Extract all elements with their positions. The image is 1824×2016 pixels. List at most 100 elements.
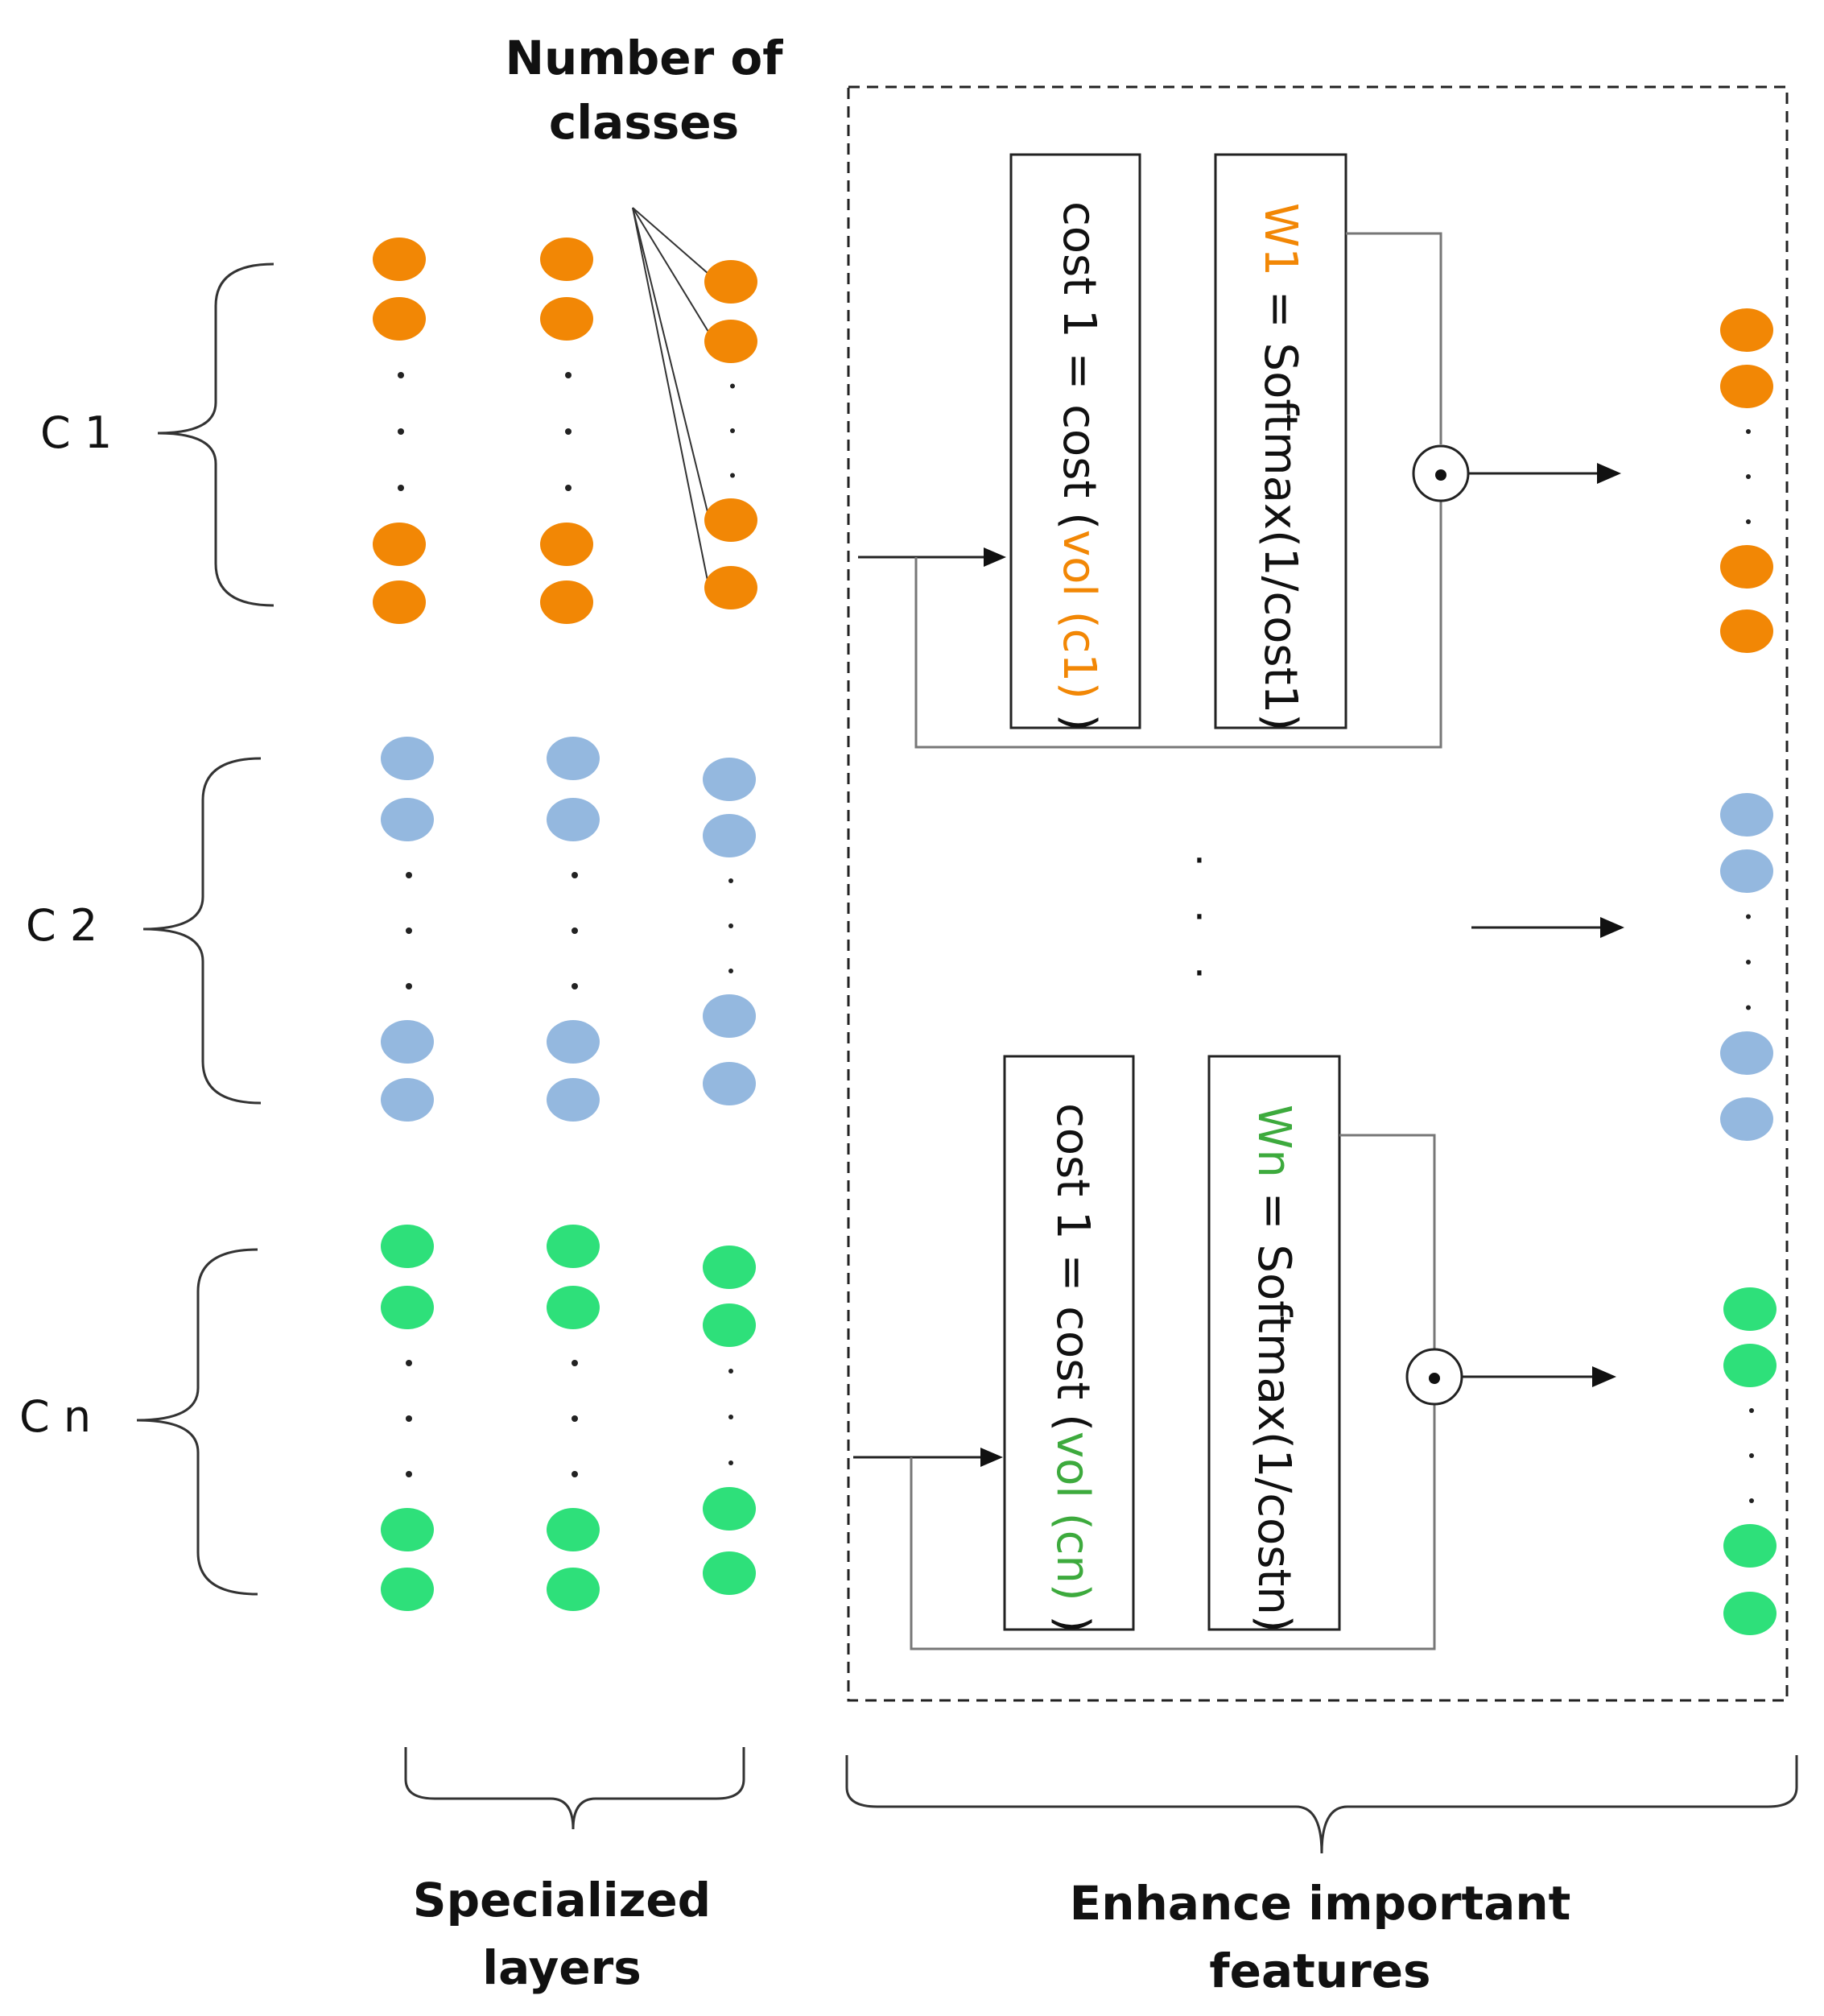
group-c1: C 1 bbox=[40, 262, 274, 607]
operator-dot-bottom bbox=[1429, 1373, 1440, 1384]
node-g2-col3-3 bbox=[703, 994, 756, 1038]
node-g2-col1-4 bbox=[381, 1078, 434, 1122]
operator-dot-top bbox=[1435, 469, 1446, 481]
node-g1-col3-3 bbox=[704, 498, 757, 542]
ellipsis-dot-g3-col2-3 bbox=[572, 1471, 578, 1477]
node-g2-col1-3 bbox=[381, 1020, 434, 1064]
ellipsis-dot-g2-col3-1 bbox=[728, 878, 733, 883]
softmax-box-top bbox=[1214, 153, 1347, 729]
node-g1-col2-2 bbox=[540, 297, 593, 341]
ellipsis-dot-g1-col3-2 bbox=[730, 428, 735, 433]
cost-formula-bottom: cost 1 = cost (vol (cn) ) bbox=[1046, 1103, 1099, 1633]
node-g1-col3-2 bbox=[704, 320, 757, 363]
brace-specialized-layers bbox=[404, 1747, 745, 1830]
cost-box-bottom bbox=[1003, 1055, 1135, 1631]
node-g2-col2-3 bbox=[547, 1020, 600, 1064]
node-g2-col2-2 bbox=[547, 798, 600, 841]
ellipsis-dot-g1-col2-2 bbox=[565, 428, 572, 435]
ellipsis-dot-g1-col1-2 bbox=[398, 428, 404, 435]
node-g3-col4-3 bbox=[1723, 1524, 1777, 1568]
node-g3-col1-3 bbox=[381, 1508, 434, 1551]
ellipsis-dot-g3-col3-3 bbox=[728, 1460, 733, 1465]
node-g1-col4-3 bbox=[1720, 545, 1773, 589]
node-g1-col3-1 bbox=[704, 260, 757, 304]
ellipsis-dot-g3-col2-2 bbox=[572, 1415, 578, 1422]
ellipsis-dot-g3-col4-3 bbox=[1749, 1498, 1754, 1503]
group-label-c1: C 1 bbox=[40, 407, 112, 458]
ellipsis-dot-g2-col2-2 bbox=[572, 927, 578, 934]
node-g3-col1-4 bbox=[381, 1568, 434, 1611]
ellipsis-dot-g1-col1-1 bbox=[398, 372, 404, 378]
node-g2-col1-1 bbox=[381, 737, 434, 780]
node-g3-col2-1 bbox=[547, 1225, 600, 1268]
node-g1-col1-3 bbox=[373, 523, 426, 566]
softmax-formula-bottom: Wn = Softmax(1/costn) bbox=[1248, 1105, 1300, 1633]
node-g3-col1-2 bbox=[381, 1286, 434, 1329]
node-g2-col3-4 bbox=[703, 1062, 756, 1105]
number-of-classes-label-line2: classes bbox=[549, 95, 739, 150]
arrowhead-bottom-input bbox=[980, 1448, 1003, 1467]
node-g3-col2-3 bbox=[547, 1508, 600, 1551]
specialized-layer-nodes bbox=[373, 238, 1777, 1635]
ellipsis-dot-g1-col4-3 bbox=[1746, 519, 1751, 524]
enhance-features-label-line1: Enhance important bbox=[1070, 1876, 1571, 1931]
group-c2: C 2 bbox=[26, 757, 262, 1105]
ellipsis-dot-g2-col4-1 bbox=[1746, 914, 1751, 919]
ellipsis-dot-g2-col4-3 bbox=[1746, 1005, 1751, 1010]
node-g3-col1-1 bbox=[381, 1225, 434, 1268]
ellipsis-dot-g1-col3-1 bbox=[730, 383, 735, 389]
middle-ellipsis-1: · bbox=[1193, 837, 1206, 884]
enhancement-region-border bbox=[847, 85, 1789, 1702]
ellipsis-dot-g1-col3-3 bbox=[730, 473, 735, 478]
node-g2-col4-4 bbox=[1720, 1097, 1773, 1141]
node-g3-col4-4 bbox=[1723, 1592, 1777, 1635]
node-g3-col4-1 bbox=[1723, 1287, 1777, 1331]
node-g1-col4-4 bbox=[1720, 609, 1773, 653]
node-g3-col2-2 bbox=[547, 1286, 600, 1329]
arrowhead-top-output bbox=[1597, 463, 1621, 484]
cost-formula-top: cost 1 = cost (vol (c1) ) bbox=[1053, 201, 1105, 732]
ellipsis-dot-g3-col1-2 bbox=[406, 1415, 412, 1422]
ellipsis-dot-g3-col3-2 bbox=[728, 1415, 733, 1419]
ellipsis-dot-g1-col2-3 bbox=[565, 485, 572, 491]
feedback-line-top bbox=[914, 499, 1442, 749]
node-g2-col1-2 bbox=[381, 798, 434, 841]
arrowhead-middle-output bbox=[1600, 917, 1624, 938]
node-g2-col3-2 bbox=[703, 814, 756, 857]
group-cn: C n bbox=[19, 1248, 258, 1596]
pipeline-bottom: cost 1 = cost (vol (cn) ) Wn = Softmax(1… bbox=[853, 1055, 1616, 1650]
ellipsis-dot-g3-col3-1 bbox=[728, 1369, 733, 1374]
node-g2-col3-1 bbox=[703, 758, 756, 801]
node-g1-col1-4 bbox=[373, 580, 426, 624]
ellipsis-dot-g2-col1-3 bbox=[406, 983, 412, 989]
class-pointer-lines bbox=[632, 207, 709, 585]
cost-box-top bbox=[1009, 153, 1141, 729]
ellipsis-dot-g2-col3-3 bbox=[728, 969, 733, 973]
ellipsis-dot-g3-col1-1 bbox=[406, 1360, 412, 1366]
node-g1-col2-3 bbox=[540, 523, 593, 566]
middle-ellipsis-2: · bbox=[1193, 894, 1206, 940]
node-g2-col4-3 bbox=[1720, 1031, 1773, 1075]
ellipsis-dot-g2-col1-1 bbox=[406, 872, 412, 878]
brace-c2 bbox=[142, 757, 262, 1105]
ellipsis-dot-g3-col1-3 bbox=[406, 1471, 412, 1477]
ellipsis-dot-g3-col4-1 bbox=[1749, 1408, 1754, 1413]
number-of-classes-label-line1: Number of bbox=[506, 31, 784, 85]
brace-cn bbox=[136, 1248, 258, 1596]
arrowhead-bottom-output bbox=[1592, 1366, 1616, 1387]
weight-line-bottom bbox=[1339, 1134, 1436, 1349]
ellipsis-dot-g1-col2-1 bbox=[565, 372, 572, 378]
node-g1-col1-2 bbox=[373, 297, 426, 341]
softmax-formula-top: W1 = Softmax(1/cost1) bbox=[1254, 203, 1306, 731]
brace-c1 bbox=[157, 262, 274, 607]
ellipsis-dot-g2-col2-1 bbox=[572, 872, 578, 878]
brace-enhance-features bbox=[845, 1755, 1798, 1854]
arrowhead-top-input bbox=[984, 547, 1006, 567]
node-g2-col4-2 bbox=[1720, 849, 1773, 893]
node-g2-col2-1 bbox=[547, 737, 600, 780]
pipeline-top: cost 1 = cost (vol (c1) ) W1 = Softmax(1… bbox=[858, 153, 1621, 749]
specialized-layers-label-line1: Specialized bbox=[413, 1873, 711, 1927]
softmax-box-bottom bbox=[1207, 1055, 1341, 1631]
node-g2-col2-4 bbox=[547, 1078, 600, 1122]
